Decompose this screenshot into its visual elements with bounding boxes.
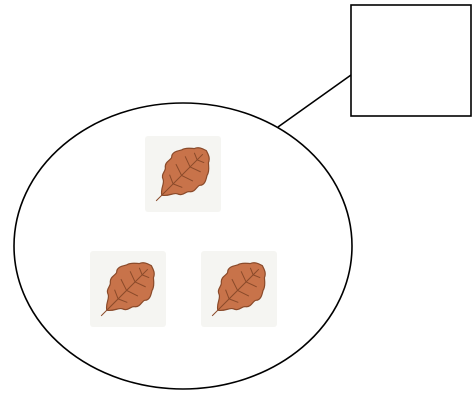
oak-leaf-icon (86, 250, 167, 331)
oak-leaf-icon (197, 250, 278, 331)
connector-line (278, 75, 351, 127)
oak-leaf-icon (141, 135, 222, 216)
leaf-group (86, 135, 278, 331)
answer-box[interactable] (351, 5, 471, 116)
